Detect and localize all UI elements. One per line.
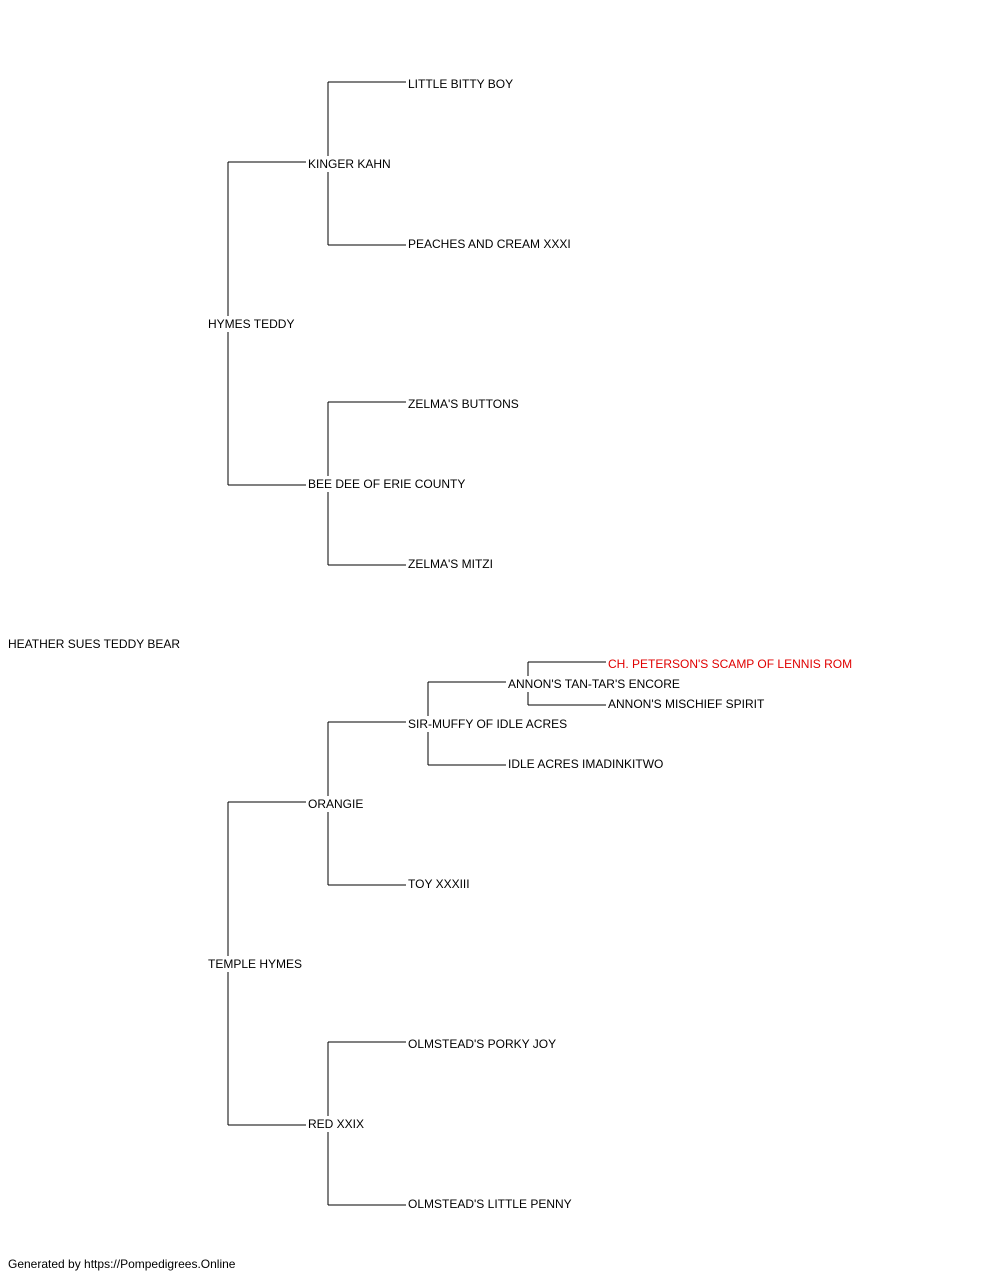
- dam-sire-name: ORANGIE: [308, 797, 364, 811]
- subject-name: HEATHER SUES TEDDY BEAR: [8, 637, 181, 651]
- dam-dam-sire-name: OLMSTEAD'S PORKY JOY: [408, 1037, 557, 1051]
- dam-sire-sire-sire-sire-name: CH. PETERSON'S SCAMP OF LENNIS ROM: [608, 657, 853, 671]
- dam-sire-sire-dam-name: IDLE ACRES IMADINKITWO: [508, 757, 664, 771]
- dam-sire-sire-name: SIR-MUFFY OF IDLE ACRES: [408, 717, 568, 731]
- sire-sire-sire-name: LITTLE BITTY BOY: [408, 77, 514, 91]
- dam-sire-sire-sire-dam-name: ANNON'S MISCHIEF SPIRIT: [608, 697, 765, 711]
- sire-sire-name: KINGER KAHN: [308, 157, 391, 171]
- dam-sire-sire-sire-name: ANNON'S TAN-TAR'S ENCORE: [508, 677, 680, 691]
- sire-dam-name: BEE DEE OF ERIE COUNTY: [308, 477, 466, 491]
- sire-dam-sire-name: ZELMA'S BUTTONS: [408, 397, 519, 411]
- dam-sire-dam-name: TOY XXXIII: [408, 877, 470, 891]
- dam-name: TEMPLE HYMES: [208, 957, 303, 971]
- dam-dam-dam-name: OLMSTEAD'S LITTLE PENNY: [408, 1197, 572, 1211]
- sire-dam-dam-name: ZELMA'S MITZI: [408, 557, 493, 571]
- dam-dam-name: RED XXIX: [308, 1117, 365, 1131]
- generated-by-footer: Generated by https://Pompedigrees.Online: [8, 1257, 236, 1271]
- sire-sire-dam-name: PEACHES AND CREAM XXXI: [408, 237, 571, 251]
- sire-name: HYMES TEDDY: [208, 317, 295, 331]
